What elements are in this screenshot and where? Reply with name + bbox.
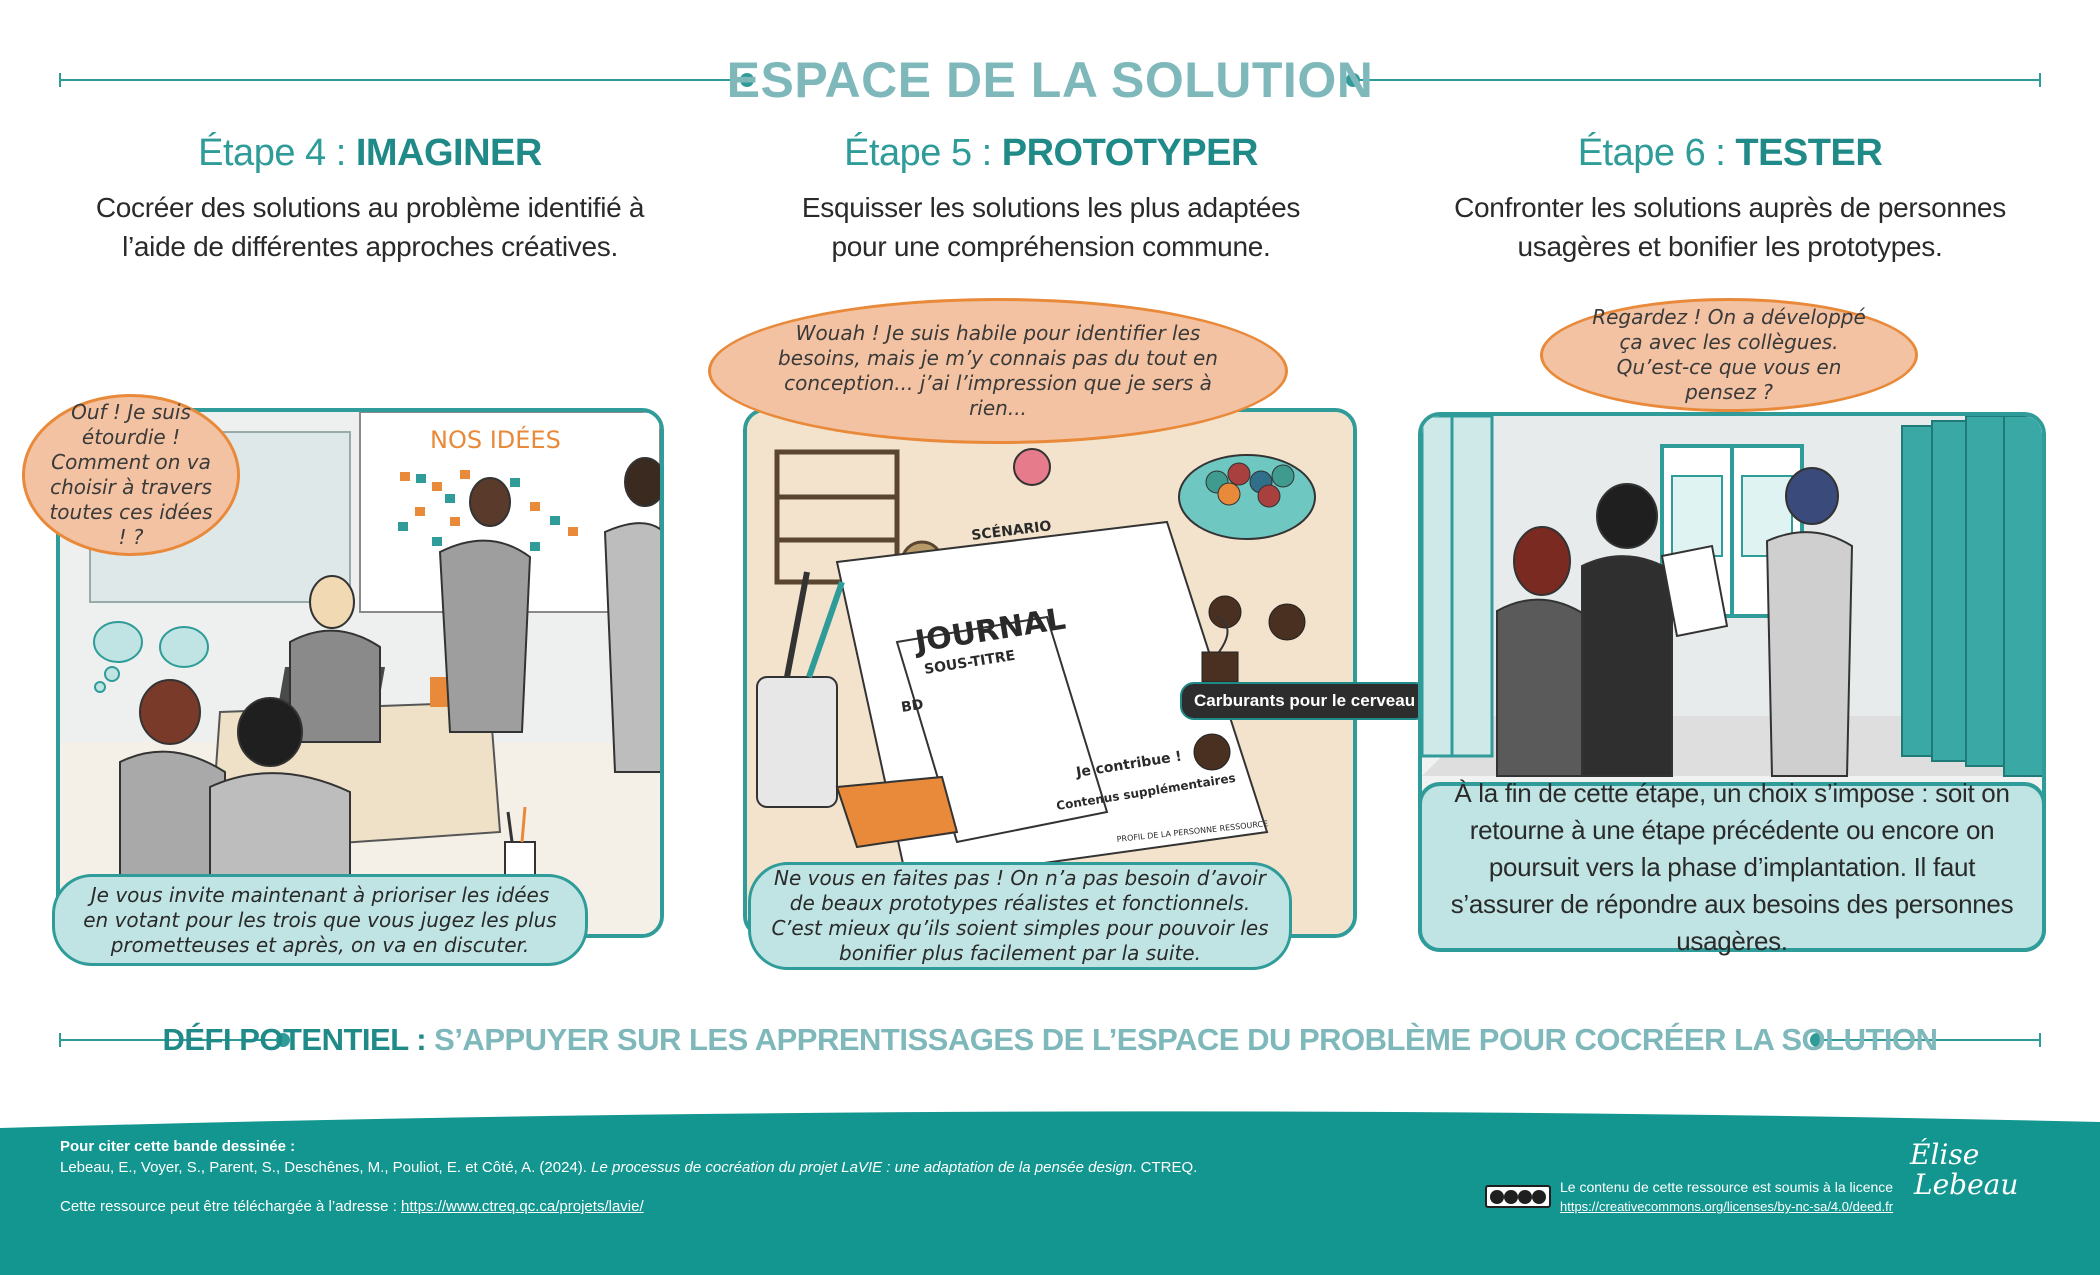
citation-publisher: . CTREQ. (1132, 1159, 1198, 1176)
step-4-prefix: Étape 4 : (198, 132, 356, 174)
license-text: Le contenu de cette ressource est soumis… (1560, 1179, 1894, 1195)
step-6-name: TESTER (1735, 132, 1883, 174)
title-rule-right (1352, 79, 2040, 81)
challenge-label: DÉFI POTENTIEL : (162, 1022, 435, 1057)
cc-license-icon (1485, 1185, 1551, 1208)
panel-prototyper-illustration: SCÉNARIO JOURNAL SOUS-TITRE BD Je contri… (747, 412, 1353, 934)
step-6-column: Étape 6 : TESTER Confronter les solution… (1410, 128, 2050, 266)
step-5-prefix: Étape 5 : (844, 132, 1002, 174)
sketch-bd: BD (900, 697, 925, 716)
step-5-name: PROTOTYPER (1001, 132, 1259, 174)
title-rule-left (60, 79, 750, 81)
bubble-panel1-top: Ouf ! Je suis étourdie ! Comment on va c… (22, 394, 240, 556)
step-5-description: Esquisser les solutions les plus adaptée… (801, 192, 1301, 262)
step-4-name: IMAGINER (355, 132, 543, 174)
step-4-description: Cocréer des solutions au problème identi… (95, 192, 645, 262)
title-dot-right (1346, 73, 1360, 87)
title-rule-right-cap (2039, 73, 2041, 87)
step-6-description: Confronter les solutions auprès de perso… (1454, 192, 2006, 262)
bubble-panel2-bottom: Ne vous en faites pas ! On n’a pas besoi… (748, 862, 1292, 970)
bubble-panel1-bottom: Je vous invite maintenant à prioriser le… (52, 874, 588, 966)
download-text: Cette ressource peut être téléchargée à … (60, 1198, 402, 1215)
citation-authors: Lebeau, E., Voyer, S., Parent, S., Desch… (60, 1159, 592, 1176)
step-6-prefix: Étape 6 : (1577, 132, 1736, 174)
challenge-rule-left (60, 1039, 280, 1041)
cite-heading: Pour citer cette bande dessinée : (60, 1138, 296, 1155)
panel3-conclusion: À la fin de cette étape, un choix s’impo… (1418, 778, 2046, 956)
challenge-rule-left-cap (59, 1033, 61, 1047)
challenge-rule-right-cap (2039, 1033, 2041, 1047)
step-6-heading: Étape 6 : TESTER (1410, 128, 2050, 178)
step-5-heading: Étape 5 : PROTOTYPER (731, 128, 1371, 178)
step-4-heading: Étape 4 : IMAGINER (50, 128, 690, 178)
signature-first: Élise (1910, 1138, 1980, 1171)
challenge-rule-right (1818, 1039, 2040, 1041)
license-link[interactable]: https://creativecommons.org/licenses/by-… (1560, 1199, 1894, 1214)
citation: Lebeau, E., Voyer, S., Parent, S., Desch… (60, 1158, 1197, 1178)
board-label: NOS IDÉES (430, 425, 561, 454)
challenge-dot-right (1810, 1033, 1824, 1047)
download-link[interactable]: https://www.ctreq.qc.ca/projets/lavie/ (401, 1198, 644, 1215)
signature-last: Lebeau (1914, 1168, 2019, 1201)
citation-title: Le processus de cocréation du projet LaV… (591, 1159, 1133, 1176)
step-4-column: Étape 4 : IMAGINER Cocréer des solutions… (50, 128, 690, 266)
bubble-panel2-top: Wouah ! Je suis habile pour identifier l… (708, 298, 1288, 444)
author-signature: Élise Lebeau (1910, 1140, 2060, 1220)
challenge-text: S’APPUYER SUR LES APPRENTISSAGES DE L’ES… (434, 1022, 1938, 1057)
step-5-column: Étape 5 : PROTOTYPER Esquisser les solut… (731, 128, 1371, 266)
panel-prototyper: SCÉNARIO JOURNAL SOUS-TITRE BD Je contri… (743, 408, 1357, 938)
potential-challenge: DÉFI POTENTIEL : S’APPUYER SUR LES APPRE… (0, 1018, 2100, 1062)
title-rule-left-cap (59, 73, 61, 87)
title-dot-left (740, 73, 754, 87)
page-title: ESPACE DE LA SOLUTION (726, 52, 1374, 108)
download-line: Cette ressource peut être téléchargée à … (60, 1197, 644, 1217)
challenge-dot-left (276, 1033, 290, 1047)
footer-band (0, 1111, 2100, 1275)
bubble-panel3-top: Regardez ! On a développé ça avec les co… (1540, 298, 1918, 412)
brain-fuel-tag: Carburants pour le cerveau (1180, 682, 1430, 720)
